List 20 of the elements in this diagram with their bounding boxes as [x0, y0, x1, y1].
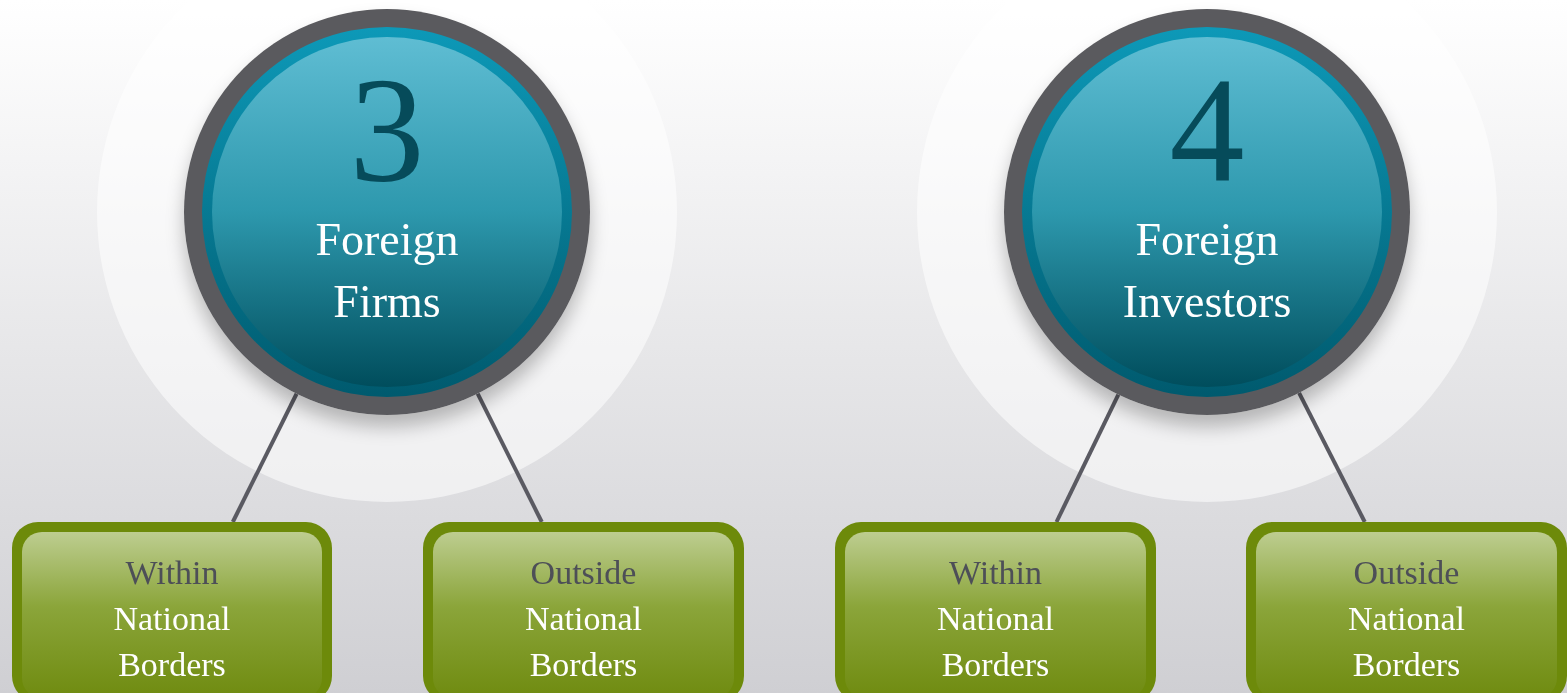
rounded-box [12, 522, 332, 693]
connector-line [475, 392, 544, 523]
box-label: National Borders [523, 599, 644, 685]
rounded-box [1246, 522, 1567, 693]
rounded-box [423, 522, 744, 693]
connector-line [231, 392, 299, 523]
connector-line [1297, 392, 1367, 523]
rounded-box [835, 522, 1156, 693]
box-heading: Within [124, 553, 220, 593]
box-label: National Borders [935, 599, 1056, 685]
big-number: 4 [1168, 55, 1246, 205]
box-label: National Borders [112, 599, 232, 685]
circle-label: Foreign Investors [1121, 213, 1293, 329]
box-heading: Outside [529, 553, 638, 593]
connector-line [1054, 393, 1121, 523]
circle-label: Foreign Firms [314, 213, 460, 329]
box-heading: Outside [1352, 553, 1461, 593]
big-number: 3 [348, 55, 426, 205]
box-heading: Within [947, 553, 1044, 593]
box-label: National Borders [1346, 599, 1467, 685]
